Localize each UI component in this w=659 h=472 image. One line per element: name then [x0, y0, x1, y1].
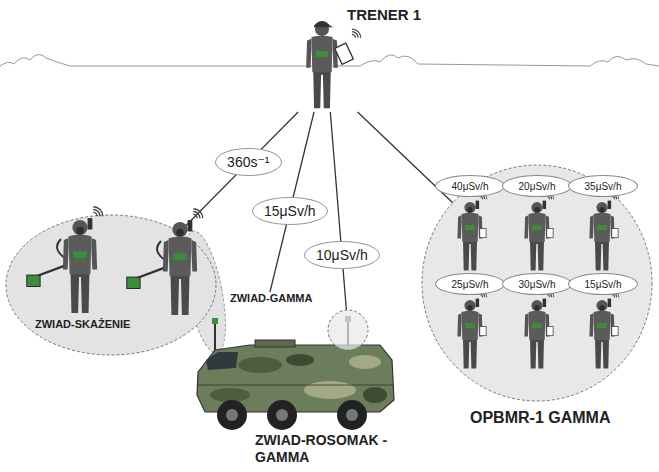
- dose-value: 30μSv/h: [503, 274, 571, 296]
- edge-label: 360s⁻¹: [215, 148, 281, 176]
- edge-label: 10μSv/h: [304, 241, 380, 269]
- dose-bubble: 35μSv/h: [568, 175, 638, 197]
- dose-bubble: 25μSv/h: [435, 273, 505, 295]
- node-title: ZWIAD-GAMMA: [230, 292, 312, 305]
- dose-bubble: 30μSv/h: [502, 273, 572, 295]
- contamination-team-ellipse: ZWIAD-SKAŻENIE: [5, 215, 217, 355]
- dose-value: 40μSv/h: [436, 176, 504, 198]
- dose-value: 15μSv/h: [569, 274, 637, 296]
- dose-value: 35μSv/h: [569, 176, 637, 198]
- gamma-scout-label-box: ZWIAD-GAMMA: [230, 292, 322, 308]
- dose-bubble: 40μSv/h: [435, 175, 505, 197]
- trainer-figure: TRENER 1: [285, 4, 430, 112]
- dose-bubble: 15μSv/h: [568, 273, 638, 295]
- team-ellipse: OPBMR-1 GAMMA 40μSv/h20μSv/h35μSv/h 25μSv/…: [420, 163, 656, 435]
- connector-line: [330, 112, 346, 310]
- node-title: OPBMR-1 GAMMA: [470, 408, 610, 428]
- node-illustration: [5, 215, 217, 355]
- vehicle-group: ZWIAD-ROSOMAK -GAMMA: [185, 310, 440, 470]
- node-illustration: [420, 163, 656, 435]
- dose-value: 25μSv/h: [436, 274, 504, 296]
- node-title: TRENER 1: [347, 6, 421, 24]
- dose-value: 20μSv/h: [503, 176, 571, 198]
- node-title: ZWIAD-SKAŻENIE: [35, 318, 130, 331]
- dose-bubble: 20μSv/h: [502, 175, 572, 197]
- node-title: ZWIAD-ROSOMAK -GAMMA: [255, 432, 405, 466]
- edge-label: 15μSv/h: [252, 197, 328, 225]
